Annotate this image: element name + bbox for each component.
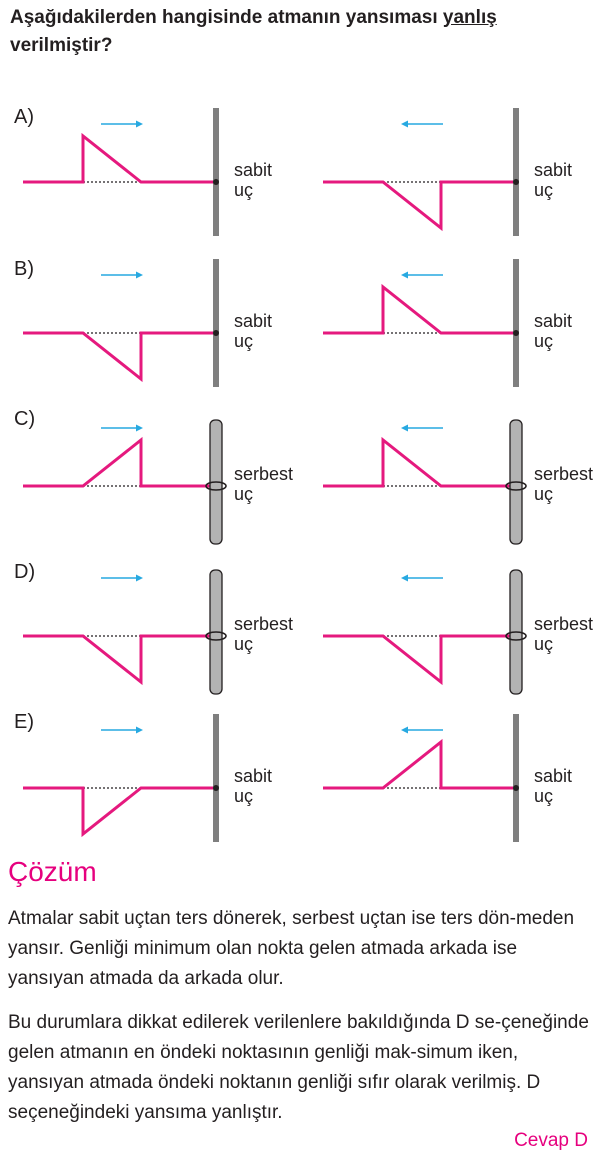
option-label: B) xyxy=(14,258,34,280)
incident-end-label: sabit xyxy=(234,311,272,331)
reflected-end-label-uc: uç xyxy=(534,786,553,806)
question-text: Aşağıdakilerden hangisinde atmanın yansı… xyxy=(10,4,595,60)
reflected-end-label-uc: uç xyxy=(534,180,553,200)
options-figure: A)sabituçsabituçB)sabituçsabituçC)serbes… xyxy=(14,106,593,842)
incident-end-label: sabit xyxy=(234,160,272,180)
incident-fixed-wall xyxy=(213,714,219,842)
incident-arrowhead-icon xyxy=(136,120,143,128)
reflected-arrowhead-icon xyxy=(401,120,408,128)
solution-paragraph-1: Atmalar sabit uçtan ters dönerek, serbes… xyxy=(8,908,575,989)
incident-end-label: serbest xyxy=(234,614,293,634)
incident-end-label: sabit xyxy=(234,766,272,786)
reflected-fixed-end-dot xyxy=(513,179,519,185)
incident-free-end-ring xyxy=(205,631,227,641)
reflected-fixed-end-dot xyxy=(513,785,519,791)
incident-fixed-end-dot xyxy=(213,785,219,791)
option-label: D) xyxy=(14,561,35,583)
incident-arrowhead-icon xyxy=(136,726,143,734)
incident-fixed-wall xyxy=(213,108,219,236)
incident-end-label: serbest xyxy=(234,464,293,484)
reflected-pulse-rope xyxy=(323,738,516,790)
reflected-end-label: serbest xyxy=(534,614,593,634)
reflected-pulse-rope xyxy=(323,634,516,686)
incident-pulse-rope xyxy=(23,634,216,686)
incident-pulse-rope xyxy=(23,132,216,184)
reflected-pulse-rope xyxy=(323,180,516,232)
option-label: E) xyxy=(14,711,34,733)
reflected-fixed-end-dot xyxy=(513,330,519,336)
reflected-fixed-wall xyxy=(513,259,519,387)
reflected-arrowhead-icon xyxy=(401,424,408,432)
incident-pulse-rope xyxy=(23,331,216,383)
incident-end-label-uc: uç xyxy=(234,634,253,654)
reflected-free-end-ring xyxy=(505,481,527,491)
reflected-arrowhead-icon xyxy=(401,574,408,582)
reflected-end-label: sabit xyxy=(534,311,572,331)
question-part2: verilmiştir? xyxy=(10,35,113,56)
reflected-end-label: sabit xyxy=(534,160,572,180)
answer-label: Cevap D xyxy=(514,1130,588,1151)
incident-fixed-end-dot xyxy=(213,330,219,336)
incident-pulse-rope xyxy=(23,786,216,838)
question-part1: Aşağıdakilerden hangisinde atmanın yansı… xyxy=(10,7,443,28)
reflected-free-end-ring xyxy=(505,631,527,641)
solution-paragraph-2: Bu durumlara dikkat edilerek verilenlere… xyxy=(8,1012,589,1123)
reflected-arrowhead-icon xyxy=(401,726,408,734)
reflected-end-label: serbest xyxy=(534,464,593,484)
incident-arrowhead-icon xyxy=(136,574,143,582)
reflected-end-label-uc: uç xyxy=(534,484,553,504)
incident-end-label-uc: uç xyxy=(234,786,253,806)
reflected-end-label: sabit xyxy=(534,766,572,786)
question-underlined-word: yanlış xyxy=(442,7,497,28)
reflected-end-label-uc: uç xyxy=(534,331,553,351)
reflected-fixed-wall xyxy=(513,714,519,842)
reflected-fixed-wall xyxy=(513,108,519,236)
incident-end-label-uc: uç xyxy=(234,180,253,200)
incident-free-end-ring xyxy=(205,481,227,491)
reflected-arrowhead-icon xyxy=(401,271,408,279)
solution-title: Çözüm xyxy=(8,856,97,887)
option-label: C) xyxy=(14,408,35,430)
incident-end-label-uc: uç xyxy=(234,331,253,351)
incident-arrowhead-icon xyxy=(136,424,143,432)
incident-arrowhead-icon xyxy=(136,271,143,279)
reflected-pulse-rope xyxy=(323,283,516,335)
incident-fixed-wall xyxy=(213,259,219,387)
reflected-end-label-uc: uç xyxy=(534,634,553,654)
incident-end-label-uc: uç xyxy=(234,484,253,504)
incident-pulse-rope xyxy=(23,436,216,488)
incident-fixed-end-dot xyxy=(213,179,219,185)
option-label: A) xyxy=(14,106,34,128)
reflected-pulse-rope xyxy=(323,436,516,488)
